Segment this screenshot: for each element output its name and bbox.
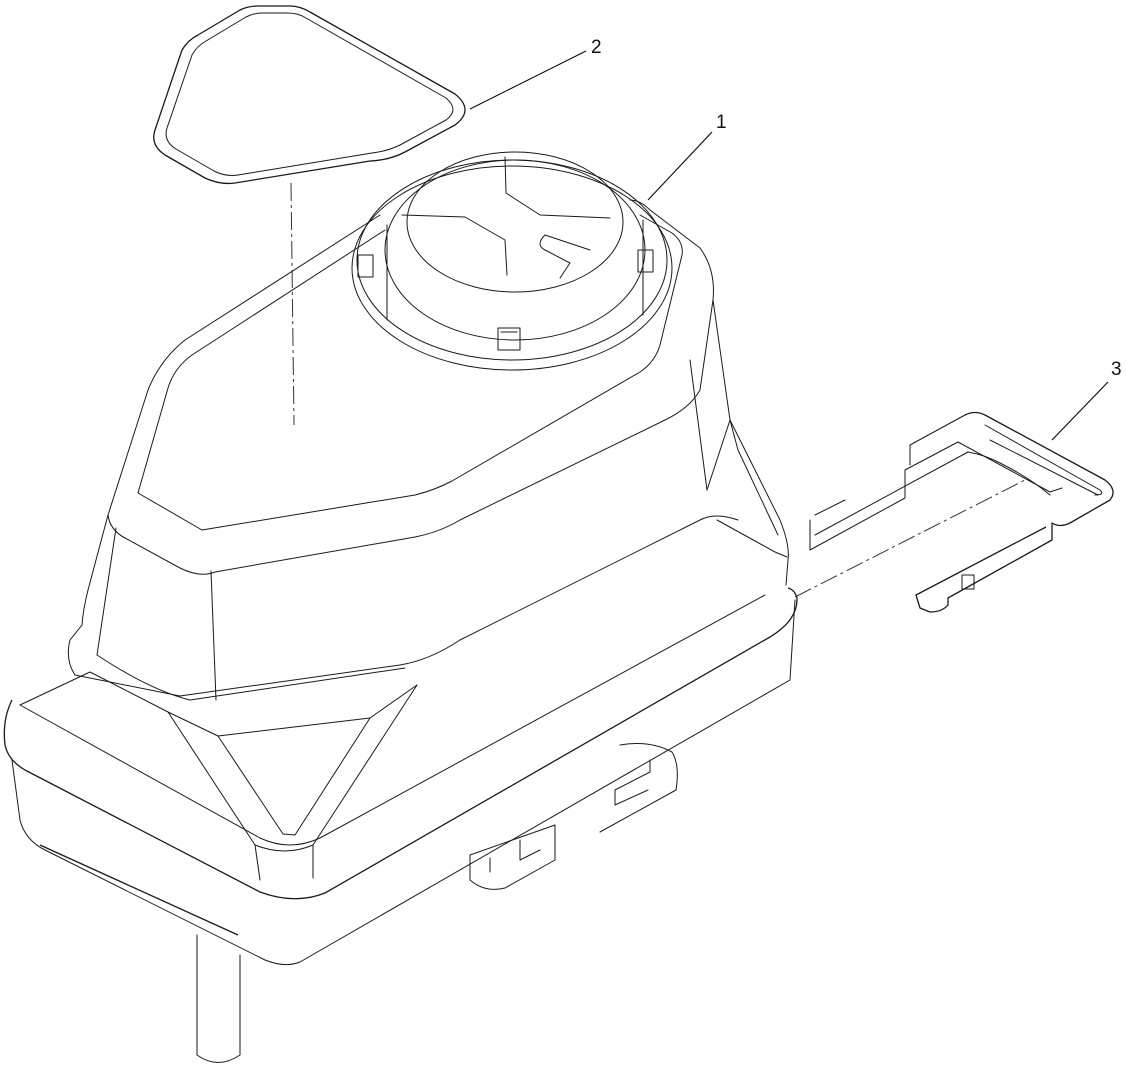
callout-label-2: 2: [591, 37, 602, 58]
leader-line-2: [469, 50, 587, 110]
retaining-clip-part-3: [809, 411, 1114, 613]
callout-label-1: 1: [716, 112, 727, 133]
gasket-centerline: [290, 182, 295, 426]
filler-neck: [351, 151, 673, 371]
leader-line-1: [647, 131, 713, 201]
leader-line-3: [1051, 381, 1109, 441]
clip-centerline: [794, 479, 1026, 598]
callout-label-3: 3: [1111, 359, 1122, 380]
reservoir-body-part-1: [3, 199, 798, 1063]
gasket-part-2: [153, 5, 466, 185]
